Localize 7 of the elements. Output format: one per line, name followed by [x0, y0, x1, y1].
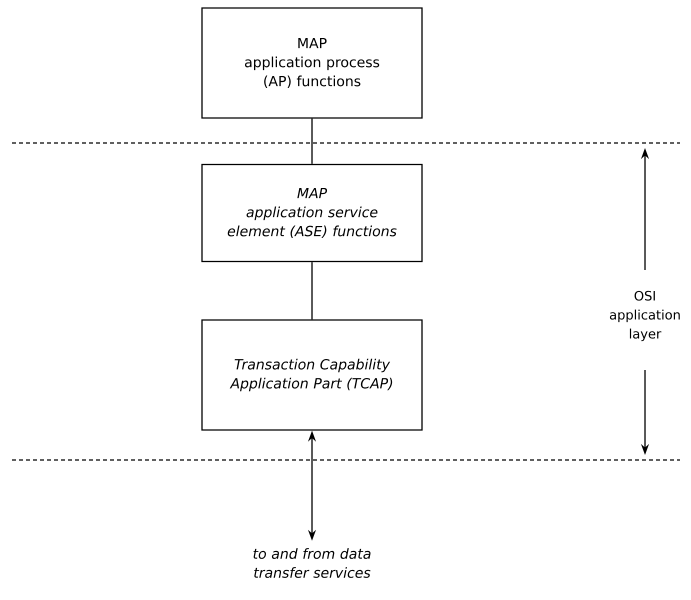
- layer-label: OSI application layer: [610, 290, 680, 342]
- connector-line: [311, 118, 313, 164]
- process-box: MAP application process (AP) functions: [201, 7, 423, 119]
- connector-line: [311, 262, 313, 320]
- process-box: Transaction Capability Application Part (TCAP): [201, 319, 423, 431]
- process-box: MAP application service element (ASE) functions: [201, 164, 423, 262]
- endpoint-text: to and from data transfer services: [254, 548, 370, 578]
